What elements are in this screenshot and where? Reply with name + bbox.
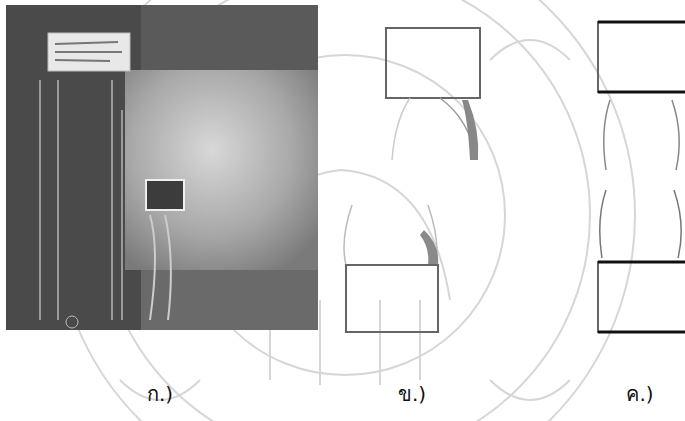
machine-body — [6, 5, 141, 330]
bottle-shadow — [420, 230, 438, 265]
bottle-edge — [150, 215, 171, 320]
bottle-edge — [600, 190, 681, 258]
edge-panel — [598, 22, 685, 332]
bottle-shadow — [462, 100, 478, 160]
photo-panel — [6, 5, 318, 330]
machine-knob — [66, 316, 78, 328]
edge-line — [598, 262, 685, 332]
bottom-region-box — [598, 262, 685, 332]
bottle-edge — [604, 100, 679, 170]
plate-marks — [55, 42, 122, 61]
top-region-box — [598, 22, 685, 92]
bottom-region-box — [346, 265, 438, 332]
top-region-box — [386, 28, 480, 98]
panel-label: ค.) — [626, 382, 653, 406]
seal-petals — [120, 40, 570, 400]
photo-ground — [6, 5, 318, 330]
edge-line — [598, 22, 685, 92]
panel-label: ก.) — [147, 382, 173, 406]
detected-bottle-panel — [344, 28, 480, 332]
label-plate — [48, 33, 130, 71]
bottle-outline — [392, 98, 410, 160]
panel-label: ข.) — [398, 382, 426, 406]
detection-box — [146, 180, 184, 210]
machine-rails — [40, 80, 122, 320]
lower-area — [141, 270, 318, 330]
